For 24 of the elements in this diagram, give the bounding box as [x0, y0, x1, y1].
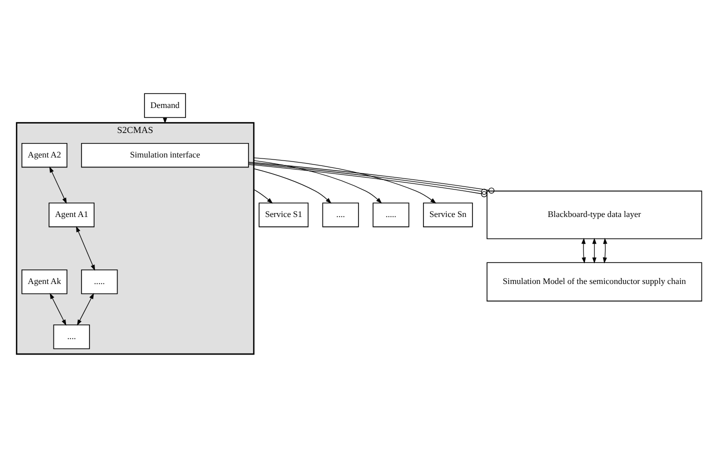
- arrow: [162, 116, 168, 124]
- arrow: [253, 188, 273, 204]
- arrow: [253, 168, 332, 204]
- node-box: ....: [322, 202, 359, 227]
- node-box: Agent A2: [22, 142, 68, 168]
- node-box: Service Sn: [423, 202, 473, 227]
- arrow: [76, 226, 96, 270]
- node-box: Service S1: [258, 202, 309, 227]
- node-box: ....: [53, 324, 90, 349]
- node-box: Agent Ak: [22, 269, 68, 294]
- node-box: Agent A1: [48, 202, 95, 227]
- arrow: [77, 292, 94, 326]
- arrow: [592, 237, 596, 263]
- node-box: Simulation Model of the semiconductor supply chain: [486, 262, 702, 301]
- arrow: [602, 237, 608, 263]
- arrow: [581, 237, 586, 263]
- arrow: [49, 166, 67, 204]
- node-box: .....: [81, 269, 118, 294]
- node-box: Simulation interface: [81, 142, 249, 168]
- node-box: Blackboard-type data layer: [486, 190, 702, 239]
- arrow: [50, 292, 66, 326]
- arrow: [253, 156, 436, 204]
- node-box: .....: [372, 202, 410, 227]
- arrow: [253, 160, 382, 203]
